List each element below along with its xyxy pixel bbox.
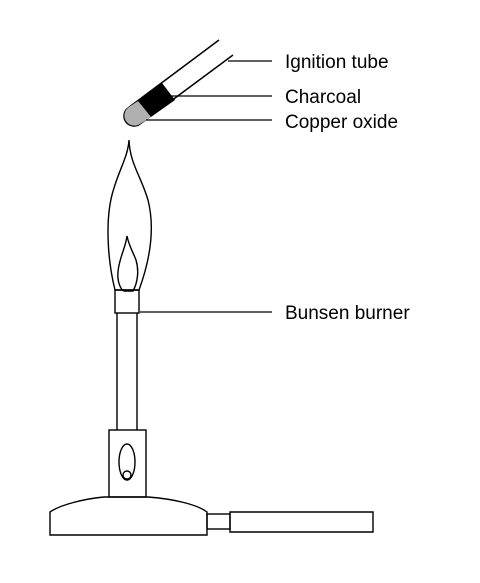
outer-flame (107, 139, 152, 291)
bunsen-burner-label: Bunsen burner (285, 303, 410, 324)
charcoal-label: Charcoal (285, 87, 361, 108)
bunsen-burner (49, 289, 374, 536)
inner-flame (117, 235, 139, 292)
charcoal-fill (138, 83, 175, 117)
ignition-tube-label: Ignition tube (285, 52, 389, 73)
copper-oxide-fill (124, 101, 151, 126)
copper-oxide-label: Copper oxide (285, 112, 398, 133)
